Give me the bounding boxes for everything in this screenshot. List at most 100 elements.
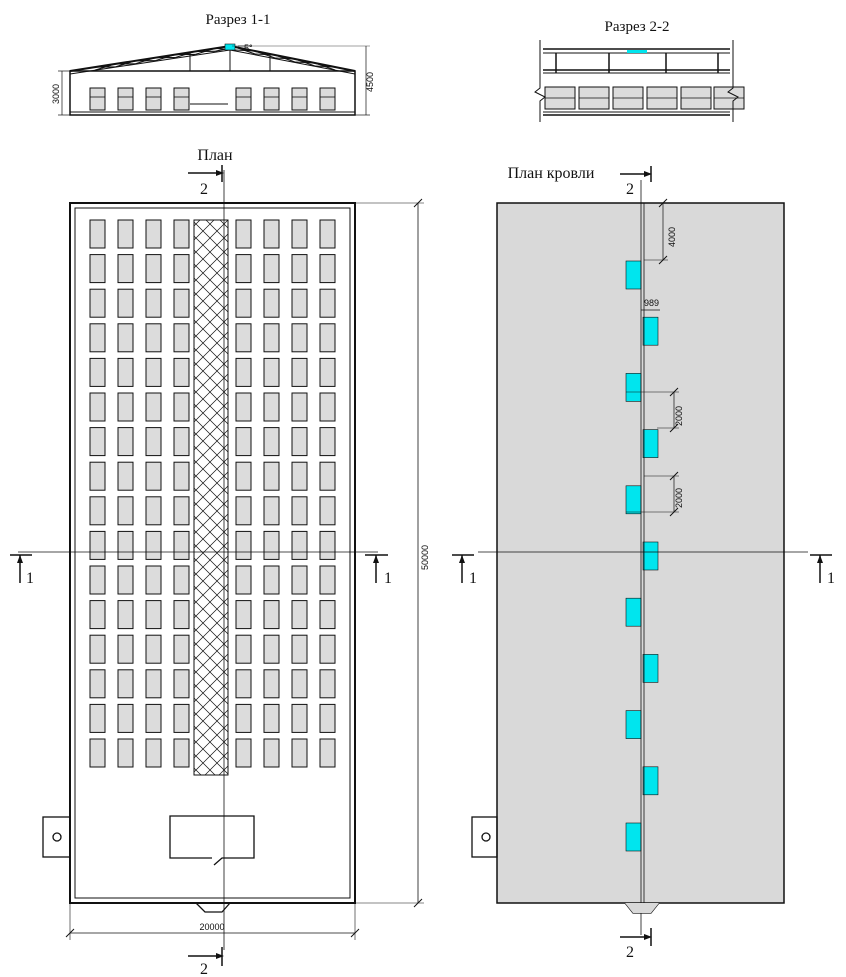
plan-stall xyxy=(291,392,308,422)
plan-stall xyxy=(173,634,190,664)
plan-stall xyxy=(319,600,336,630)
plan-stall xyxy=(235,323,252,353)
plan-stall xyxy=(145,392,162,422)
plan-stall xyxy=(117,600,134,630)
plan-feed-passage xyxy=(193,219,229,776)
roof-surface xyxy=(496,202,785,904)
plan-stall xyxy=(173,323,190,353)
plan-stall xyxy=(263,634,280,664)
plan-section-2-top: 2 xyxy=(200,181,208,198)
plan-stall xyxy=(319,461,336,491)
section-1-1-stall xyxy=(291,87,308,111)
plan-stall xyxy=(117,461,134,491)
plan-section-1-right: 1 xyxy=(384,570,392,587)
plan-stall xyxy=(235,634,252,664)
plan-stall xyxy=(235,288,252,318)
plan-stall xyxy=(235,738,252,768)
skylight xyxy=(642,654,659,683)
plan-stall xyxy=(117,288,134,318)
roof-section-2-top: 2 xyxy=(626,181,634,198)
plan-stall xyxy=(173,254,190,284)
plan-section-1-left: 1 xyxy=(26,570,34,587)
plan-stall xyxy=(117,738,134,768)
plan-stall xyxy=(263,427,280,457)
plan-stall xyxy=(117,427,134,457)
plan-inner-wall xyxy=(74,207,351,899)
plan-stall xyxy=(145,496,162,526)
plan-stall xyxy=(319,634,336,664)
plan-stall xyxy=(235,669,252,699)
plan-stall xyxy=(89,703,106,733)
ridge-height-dim: 4500 xyxy=(365,72,375,92)
plan-stall xyxy=(291,323,308,353)
plan-stall xyxy=(235,530,252,560)
plan-stall xyxy=(319,254,336,284)
plan-stall xyxy=(145,565,162,595)
section-1-1-stall xyxy=(319,87,336,111)
plan-stall xyxy=(235,600,252,630)
plan-stall xyxy=(117,530,134,560)
plan-stall xyxy=(117,254,134,284)
plan-stall xyxy=(235,254,252,284)
plan-stall xyxy=(263,357,280,387)
plan-stall xyxy=(145,461,162,491)
roof-section-1-right: 1 xyxy=(827,570,835,587)
plan-stall xyxy=(145,254,162,284)
building-length-dim: 50000 xyxy=(420,545,430,570)
plan-stall xyxy=(291,219,308,249)
plan-stall xyxy=(291,254,308,284)
plan-stall xyxy=(263,496,280,526)
plan-stall xyxy=(319,530,336,560)
roof-side-tank xyxy=(471,816,498,858)
roof-section-2-bottom: 2 xyxy=(626,944,634,961)
roof-skylights xyxy=(625,260,659,852)
plan-stall xyxy=(173,669,190,699)
plan-stall xyxy=(145,323,162,353)
section-1-1: Разрез 1-1 5° 3000 4500 xyxy=(51,12,375,116)
plan-stall xyxy=(173,600,190,630)
plan-stall xyxy=(235,496,252,526)
plan-stall xyxy=(319,323,336,353)
skylight xyxy=(642,541,659,571)
plan-stall xyxy=(319,496,336,526)
plan-stall xyxy=(263,703,280,733)
plan-side-tank xyxy=(42,816,71,858)
plan-stall xyxy=(235,461,252,491)
plan-stall xyxy=(173,288,190,318)
plan-stall xyxy=(291,357,308,387)
plan-stall xyxy=(89,530,106,560)
plan-stall xyxy=(89,219,106,249)
plan-stall xyxy=(263,669,280,699)
section-1-1-title: Разрез 1-1 xyxy=(206,12,271,28)
plan-stall xyxy=(89,496,106,526)
plan-stall xyxy=(263,323,280,353)
section-2-2: Разрез 2-2 xyxy=(534,19,745,122)
plan-stall xyxy=(117,357,134,387)
roof-plan-title: План кровли xyxy=(508,165,595,182)
roof-slope-label: 5° xyxy=(244,43,253,53)
section-1-1-stall xyxy=(89,87,106,111)
plan-stall xyxy=(291,461,308,491)
section-2-2-stall xyxy=(680,86,712,110)
plan-stall xyxy=(263,738,280,768)
plan-stall xyxy=(319,392,336,422)
plan-stall xyxy=(263,392,280,422)
plan-stall xyxy=(173,530,190,560)
section-2-2-stall xyxy=(646,86,678,110)
skylight xyxy=(625,260,642,290)
plan-stall xyxy=(173,703,190,733)
skylight xyxy=(625,373,642,402)
plan-stall xyxy=(117,669,134,699)
section-2-2-posts xyxy=(555,50,719,73)
plan-stall xyxy=(117,565,134,595)
plan-stall xyxy=(89,254,106,284)
plan-stall xyxy=(173,392,190,422)
plan-stall xyxy=(173,738,190,768)
plan-stall xyxy=(291,669,308,699)
plan-stall xyxy=(291,703,308,733)
plan-stall xyxy=(319,738,336,768)
plan-stall xyxy=(145,600,162,630)
plan-stall xyxy=(263,600,280,630)
plan-stall xyxy=(291,288,308,318)
plan-stall xyxy=(89,427,106,457)
